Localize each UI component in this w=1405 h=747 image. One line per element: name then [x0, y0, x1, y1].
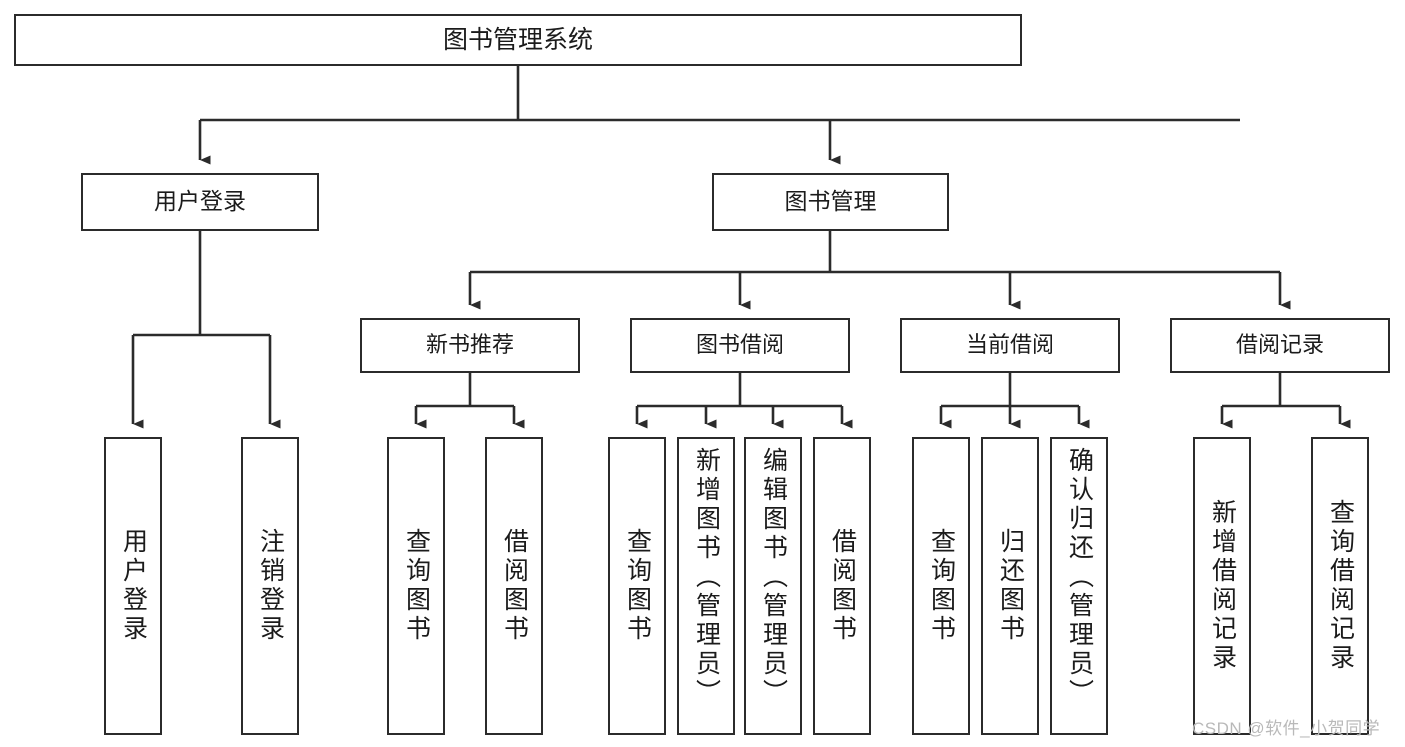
node-label: 新书推荐 — [425, 332, 514, 358]
node-user-login[interactable]: 用户登录 — [81, 173, 319, 231]
node-label: 确认归还（管理员） — [1065, 447, 1094, 708]
node-label: 借阅图书 — [828, 528, 857, 644]
leaf-new-book-query-book[interactable]: 查询图书 — [387, 437, 445, 735]
node-label: 图书管理 — [784, 188, 877, 215]
leaf-borrow-edit-book-admin[interactable]: 编辑图书（管理员） — [744, 437, 802, 735]
leaf-record-add-record[interactable]: 新增借阅记录 — [1193, 437, 1251, 735]
node-book-borrow[interactable]: 图书借阅 — [630, 318, 850, 373]
node-label: 查询借阅记录 — [1326, 499, 1355, 673]
node-current-borrow[interactable]: 当前借阅 — [900, 318, 1120, 373]
node-label: 新增图书（管理员） — [692, 447, 721, 708]
leaf-borrow-query-book[interactable]: 查询图书 — [608, 437, 666, 735]
node-label: 借阅记录 — [1235, 332, 1324, 358]
csdn-watermark: CSDN @软件_小贺同学 — [1192, 719, 1381, 738]
node-label: 图书借阅 — [695, 332, 784, 358]
leaf-current-query-book[interactable]: 查询图书 — [912, 437, 970, 735]
node-label: 归还图书 — [996, 528, 1025, 644]
node-label: 查询图书 — [623, 528, 652, 644]
node-label: 注销登录 — [256, 528, 285, 644]
leaf-user-login-login[interactable]: 用户登录 — [104, 437, 162, 735]
node-label: 编辑图书（管理员） — [759, 447, 788, 708]
leaf-borrow-borrow-book[interactable]: 借阅图书 — [813, 437, 871, 735]
node-label: 借阅图书 — [500, 528, 529, 644]
node-borrow-record[interactable]: 借阅记录 — [1170, 318, 1390, 373]
node-root-system[interactable]: 图书管理系统 — [14, 14, 1022, 66]
node-label: 查询图书 — [402, 528, 431, 644]
node-book-management[interactable]: 图书管理 — [712, 173, 949, 231]
node-label: 查询图书 — [927, 528, 956, 644]
leaf-borrow-add-book-admin[interactable]: 新增图书（管理员） — [677, 437, 735, 735]
node-label: 图书管理系统 — [442, 26, 593, 54]
node-label: 用户登录 — [119, 528, 148, 644]
node-label: 新增借阅记录 — [1208, 499, 1237, 673]
node-new-book-recommend[interactable]: 新书推荐 — [360, 318, 580, 373]
leaf-current-confirm-return-admin[interactable]: 确认归还（管理员） — [1050, 437, 1108, 735]
leaf-current-return-book[interactable]: 归还图书 — [981, 437, 1039, 735]
leaf-new-book-borrow-book[interactable]: 借阅图书 — [485, 437, 543, 735]
node-label: 用户登录 — [154, 188, 246, 215]
leaf-record-query-record[interactable]: 查询借阅记录 — [1311, 437, 1369, 735]
node-label: 当前借阅 — [965, 332, 1054, 358]
leaf-user-login-logout[interactable]: 注销登录 — [241, 437, 299, 735]
